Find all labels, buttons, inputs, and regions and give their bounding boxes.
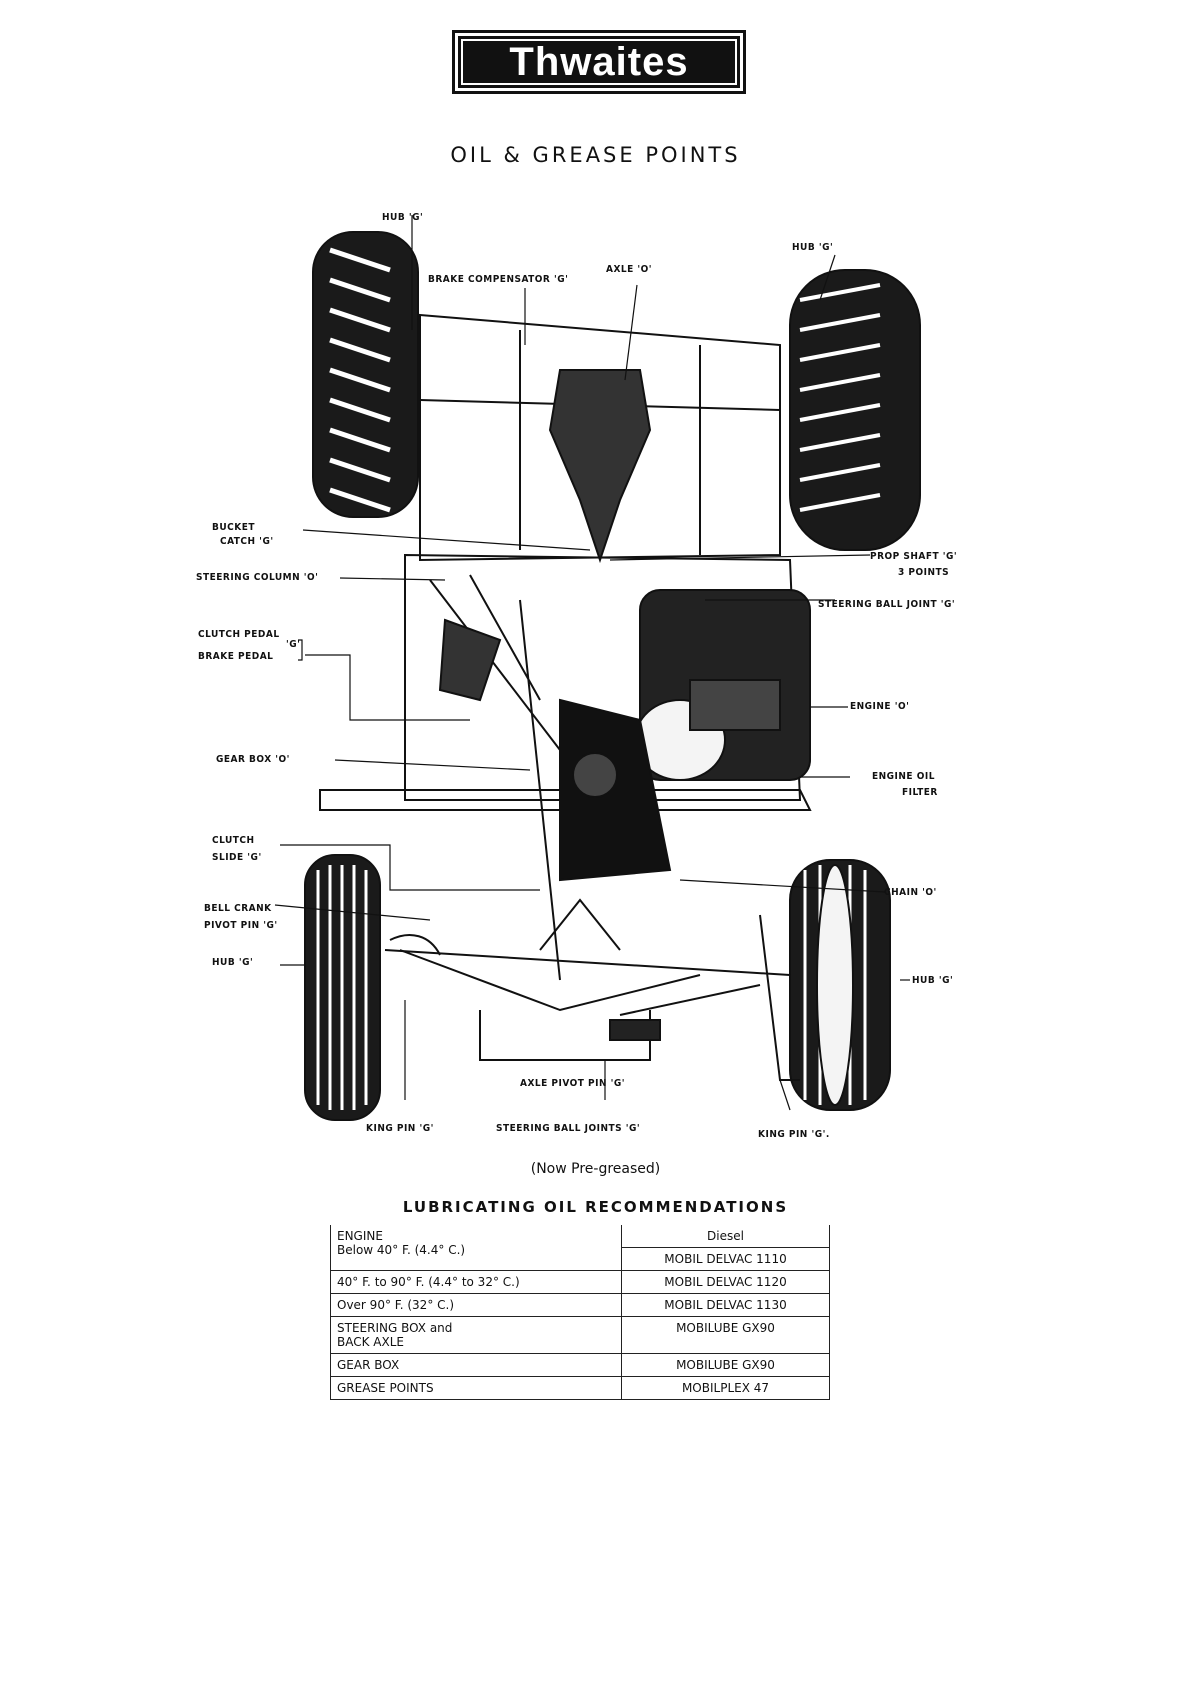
table-cell: STEERING BOX and BACK AXLE [330, 1316, 622, 1354]
table-cell: MOBILUBE GX90 [621, 1316, 830, 1354]
table-cell: 40° F. to 90° F. (4.4° to 32° C.) [330, 1270, 622, 1294]
table-row: Over 90° F. (32° C.) MOBIL DELVAC 1130 [330, 1293, 830, 1317]
label-engine-oil-2: FILTER [902, 787, 938, 798]
table-cell: MOBILPLEX 47 [621, 1376, 830, 1400]
label-prop-shaft-2: 3 POINTS [898, 567, 950, 578]
label-bell-crank-1: BELL CRANK [204, 903, 272, 914]
label-steering-ball-joint: STEERING BALL JOINT 'G' [818, 599, 956, 610]
label-steering-column: STEERING COLUMN 'O' [196, 572, 319, 583]
table-row: GEAR BOX MOBILUBE GX90 [330, 1353, 830, 1377]
label-clutch-pedal: CLUTCH PEDAL [198, 629, 280, 640]
label-bell-crank-2: PIVOT PIN 'G' [204, 920, 278, 931]
label-axle-pivot-pin: AXLE PIVOT PIN 'G' [520, 1078, 626, 1089]
logo-frame: Thwaites [461, 39, 737, 85]
table-row: STEERING BOX and BACK AXLE MOBILUBE GX90 [330, 1316, 830, 1354]
label-clutch-slide-1: CLUTCH [212, 835, 255, 846]
recommendations-table: ENGINE Below 40° F. (4.4° C.) Diesel MOB… [330, 1225, 830, 1400]
label-gear-box: GEAR BOX 'O' [216, 754, 290, 765]
label-engine: ENGINE 'O' [850, 701, 910, 712]
label-king-pin-left: KING PIN 'G' [366, 1123, 434, 1134]
label-chain: CHAIN 'O' [884, 887, 937, 898]
table-cell: MOBIL DELVAC 1110 [621, 1247, 830, 1271]
label-pedals-g: 'G' [286, 639, 301, 650]
label-brake-pedal: BRAKE PEDAL [198, 651, 274, 662]
label-prop-shaft-1: PROP SHAFT 'G' [870, 551, 958, 562]
logo-text: Thwaites [509, 39, 689, 84]
label-hub-right: HUB 'G' [912, 975, 954, 986]
label-king-pin-right: KING PIN 'G'. [758, 1129, 830, 1140]
label-brake-compensator: BRAKE COMPENSATOR 'G' [428, 274, 569, 285]
rear-right-tyre [789, 269, 921, 551]
thwaites-logo: Thwaites [452, 30, 746, 94]
recommendations-title: LUBRICATING OIL RECOMMENDATIONS [402, 1198, 789, 1216]
table-row: ENGINE Below 40° F. (4.4° C.) Diesel [330, 1225, 830, 1271]
table-cell: MOBILUBE GX90 [621, 1353, 830, 1377]
label-hub-top-right: HUB 'G' [792, 242, 834, 253]
table-header-diesel: Diesel [621, 1225, 830, 1248]
table-cell: ENGINE Below 40° F. (4.4° C.) [330, 1225, 622, 1271]
table-cell: GEAR BOX [330, 1353, 622, 1377]
label-clutch-slide-2: SLIDE 'G' [212, 852, 262, 863]
label-hub-left: HUB 'G' [212, 957, 254, 968]
page-title: OIL & GREASE POINTS [450, 143, 741, 167]
front-left-tyre [304, 854, 381, 1121]
label-steering-ball-joints: STEERING BALL JOINTS 'G' [496, 1123, 641, 1134]
label-engine-oil-1: ENGINE OIL [872, 771, 935, 782]
label-bucket-catch-1: BUCKET [212, 522, 256, 533]
table-row: 40° F. to 90° F. (4.4° to 32° C.) MOBIL … [330, 1270, 830, 1294]
table-cell: MOBIL DELVAC 1120 [621, 1270, 830, 1294]
rear-left-tyre [312, 231, 419, 518]
table-row: MOBIL DELVAC 1110 [331, 1247, 830, 1271]
front-right-tyre [789, 859, 891, 1111]
label-bucket-catch-2: CATCH 'G' [220, 536, 274, 547]
label-axle: AXLE 'O' [606, 264, 653, 275]
table-cell: MOBIL DELVAC 1130 [621, 1293, 830, 1317]
pre-greased-note: (Now Pre-greased) [530, 1161, 661, 1177]
table-row: GREASE POINTS MOBILPLEX 47 [330, 1376, 830, 1400]
table-cell: GREASE POINTS [330, 1376, 622, 1400]
label-hub-top-left: HUB 'G' [382, 212, 424, 223]
table-cell: Over 90° F. (32° C.) [330, 1293, 622, 1317]
